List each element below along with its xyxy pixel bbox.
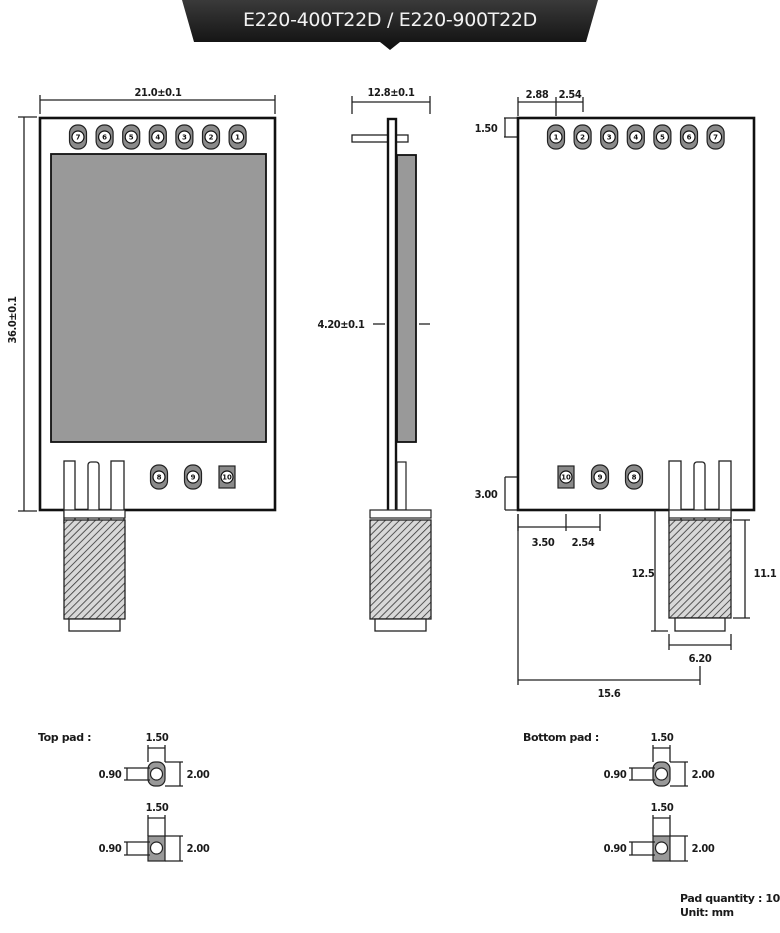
pin-5: 5 <box>653 124 672 150</box>
pin-number: 6 <box>102 134 107 142</box>
top-view-width-label: 21.0±0.1 <box>134 86 182 99</box>
title-banner: E220-400T22D / E220-900T22D <box>182 0 598 50</box>
pin-4: 4 <box>148 124 167 150</box>
pin-9: 9 <box>183 464 203 490</box>
bottom-pad-oval-height: 2.00 <box>692 768 715 781</box>
bottom-pad-oval-hole: 0.90 <box>604 768 627 781</box>
bottom-pad-square-height: 2.00 <box>692 842 715 855</box>
top-view: 21.0±0.1 36.0±0.1 7 6 5 4 3 2 1 8 9 10 <box>6 86 277 632</box>
pin-number: 7 <box>713 134 718 142</box>
bottom-view-top-pins: 1 2 3 4 5 6 7 <box>546 124 725 150</box>
pin-number: 7 <box>76 134 81 142</box>
bottom-view-board <box>516 116 756 512</box>
bottom-view-pin-offset-label: 2.88 <box>526 88 549 101</box>
bottom-view-antenna-connector <box>668 509 732 632</box>
pin-10: 10 <box>218 465 236 489</box>
bottom-pad-label: Bottom pad : <box>523 731 599 744</box>
bottom-view-bottom-edge-label: 3.00 <box>475 488 498 501</box>
pin-10: 10 <box>557 465 575 489</box>
pin-number: 4 <box>155 134 160 142</box>
pin-number: 1 <box>235 134 240 142</box>
pin-6: 6 <box>95 124 114 150</box>
pin-5: 5 <box>122 124 141 150</box>
top-pad-square-height: 2.00 <box>187 842 210 855</box>
pin-number: 10 <box>222 474 232 482</box>
pin-number: 9 <box>191 474 196 482</box>
pin-6: 6 <box>679 124 699 150</box>
bottom-view-pin-pitch-label: 2.54 <box>559 88 582 101</box>
bottom-view-antenna-offset-label: 15.6 <box>598 687 621 700</box>
unit-note: Unit: mm <box>680 906 734 919</box>
pin-9: 9 <box>590 464 610 490</box>
side-view-thickness-label: 4.20±0.1 <box>317 318 365 331</box>
pin-number: 8 <box>632 474 637 482</box>
top-pad-oval-width: 1.50 <box>146 731 169 744</box>
pin-8: 8 <box>624 464 644 490</box>
pin-7: 7 <box>706 124 725 150</box>
top-pad-detail: Top pad : 1.50 0.90 2.00 1.50 0.90 2.00 <box>38 731 210 862</box>
side-view-width-label: 12.8±0.1 <box>367 86 415 99</box>
pin-3: 3 <box>175 124 194 150</box>
pin-number: 8 <box>157 474 162 482</box>
top-view-top-pins: 7 6 5 4 3 2 1 <box>68 124 247 150</box>
pin-number: 4 <box>633 134 638 142</box>
bottom-pad-square-width: 1.50 <box>651 801 674 814</box>
bottom-view-antenna-width-label: 6.20 <box>689 652 712 665</box>
pin-number: 1 <box>554 134 559 142</box>
side-view-antenna-connector <box>369 509 432 632</box>
top-pad-square-hole: 0.90 <box>99 842 122 855</box>
top-pad-oval-hole: 0.90 <box>99 768 122 781</box>
pin-2: 2 <box>201 124 221 150</box>
pin-4: 4 <box>626 124 645 150</box>
side-view: 12.8±0.1 4.20±0.1 <box>317 86 432 632</box>
pin-1: 1 <box>228 124 247 150</box>
bottom-view-bottom-pin-pitch-label: 2.54 <box>572 536 595 549</box>
pin-1: 1 <box>546 124 566 150</box>
bottom-view-antenna-body-label: 11.1 <box>754 567 777 580</box>
pin-8: 8 <box>149 464 169 490</box>
pin-number: 2 <box>209 134 214 142</box>
bottom-view-antenna-length-label: 12.5 <box>632 567 655 580</box>
pin-number: 2 <box>580 134 585 142</box>
pin-number: 3 <box>182 134 187 142</box>
bottom-view-bottom-pin-offset-label: 3.50 <box>532 536 555 549</box>
pin-number: 10 <box>561 474 571 482</box>
pin-number: 5 <box>129 134 134 142</box>
pin-number: 9 <box>598 474 603 482</box>
pin-number: 5 <box>660 134 665 142</box>
top-view-antenna-connector <box>63 509 126 632</box>
pin-number: 6 <box>687 134 692 142</box>
top-view-bottom-pins: 8 9 10 <box>149 464 236 490</box>
bottom-pad-square-hole: 0.90 <box>604 842 627 855</box>
top-pad-label: Top pad : <box>38 731 91 744</box>
top-view-shield <box>50 153 267 443</box>
bottom-view-top-edge-label: 1.50 <box>475 122 498 135</box>
pin-3: 3 <box>600 124 619 150</box>
pin-7: 7 <box>68 124 88 150</box>
page-title: E220-400T22D / E220-900T22D <box>243 9 537 31</box>
bottom-view-bottom-pins: 10 9 8 <box>557 464 644 490</box>
top-view-height-label: 36.0±0.1 <box>6 296 19 344</box>
pin-number: 3 <box>607 134 612 142</box>
bottom-view: 2.88 2.54 1.50 1 2 3 4 5 6 7 10 9 8 3.00 3.50 2.… <box>475 88 778 700</box>
bottom-pad-detail: Bottom pad : 1.50 0.90 2.00 1.50 0.90 2.… <box>523 731 715 862</box>
top-pad-square-width: 1.50 <box>146 801 169 814</box>
bottom-pad-oval-width: 1.50 <box>651 731 674 744</box>
pin-2: 2 <box>573 124 592 150</box>
pad-quantity-note: Pad quantity : 10 <box>680 892 780 905</box>
top-pad-oval-height: 2.00 <box>187 768 210 781</box>
